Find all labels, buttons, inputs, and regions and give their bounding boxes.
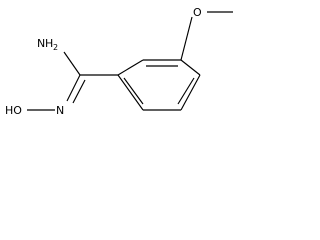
structure-canvas: N H 2 N HO O (0, 0, 240, 121)
amine-subscript: 2 (53, 43, 58, 52)
molecule-drawing: N H 2 N HO O (5, 6, 233, 117)
amine-h-label: H (45, 37, 53, 50)
methoxy-group (180, 11, 233, 61)
benzene-ring (117, 59, 201, 111)
methoxy-oxygen-label: O (193, 6, 202, 19)
ring-inner-bond-left (123, 77, 144, 105)
ring-bond-right-lower (180, 74, 201, 111)
carbon-nitrogen-double-bond-outer (66, 74, 81, 102)
carbon-to-amine-bond (63, 51, 81, 76)
ring-bond-top-left (117, 59, 144, 76)
carbon-nitrogen-double-bond-inner (72, 79, 86, 104)
amine-n-label: N (37, 37, 45, 50)
hydroxyl-label: HO (5, 104, 22, 117)
oxime-nitrogen-label: N (56, 104, 64, 117)
ring-to-oxygen-bond (180, 16, 193, 61)
amidoxime-group (27, 51, 118, 111)
ring-inner-bond-right (177, 77, 195, 105)
ring-bond-left-lower (117, 74, 144, 111)
amine-label: N H 2 (37, 37, 58, 52)
ring-bond-right-upper (180, 59, 201, 76)
